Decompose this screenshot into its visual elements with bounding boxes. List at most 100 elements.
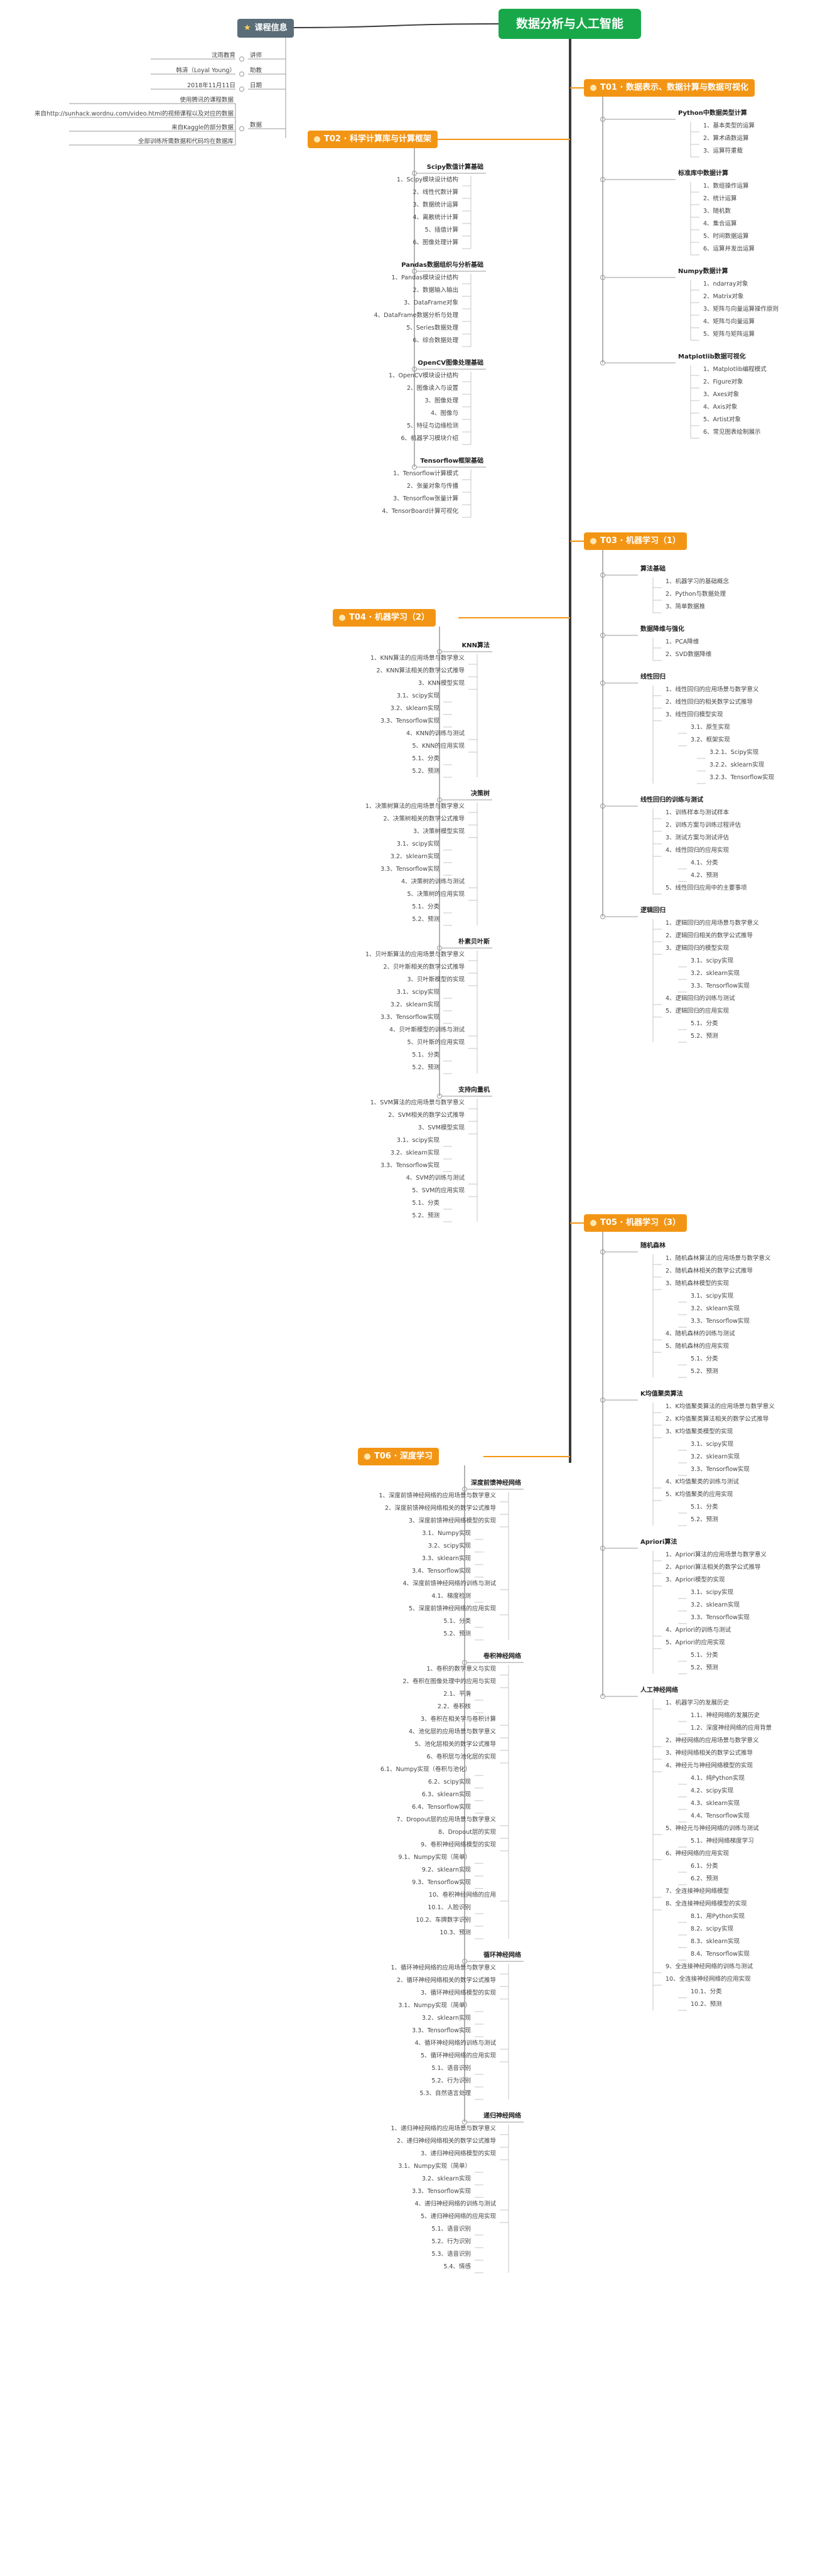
leaf-node[interactable]: 8.1、用Python实现 <box>691 1913 745 1920</box>
group-t02-3[interactable]: Tensorflow框架基础 <box>420 458 483 465</box>
leaf-node[interactable]: 3、SVM模型实现 <box>418 1124 465 1131</box>
leaf-node[interactable]: 1、决策树算法的应用场景与数学意义 <box>365 803 465 810</box>
leaf-node[interactable]: 5.1、分类 <box>691 1652 718 1659</box>
leaf-node[interactable]: 9、卷积神经网络模型的实现 <box>420 1841 496 1848</box>
group-t04-1[interactable]: 决策树 <box>471 790 490 797</box>
leaf-node[interactable]: 4、深度前馈神经网络的训练与测试 <box>402 1580 496 1587</box>
leaf-node[interactable]: 4.2、scipy实现 <box>691 1787 734 1794</box>
leaf-node[interactable]: 3、运算符重载 <box>703 148 743 154</box>
leaf-node[interactable]: 1、训练样本与测试样本 <box>666 809 730 816</box>
leaf-node[interactable]: 6、综合数据处理 <box>412 337 458 344</box>
group-t03-1[interactable]: 数据降维与强化 <box>640 626 684 633</box>
leaf-node[interactable]: 3、贝叶斯模型的实现 <box>407 976 465 983</box>
group-t01-0[interactable]: Python中数据类型计算 <box>678 110 747 117</box>
leaf-node[interactable]: 5.1、分类 <box>412 755 439 762</box>
leaf-node[interactable]: 3.3、Tensorflow实现 <box>412 2188 471 2195</box>
info-value[interactable]: 使用腾讯的课程数据 <box>180 97 234 104</box>
info-value[interactable]: 2018年11月11日 <box>187 82 235 89</box>
leaf-node[interactable]: 5.1、分类 <box>412 1200 439 1207</box>
leaf-node[interactable]: 4、TensorBoard计算可视化 <box>382 508 458 515</box>
leaf-node[interactable]: 5.2、预测 <box>691 1516 718 1523</box>
leaf-node[interactable]: 3.2、sklearn实现 <box>390 705 439 712</box>
leaf-node[interactable]: 6.4、Tensorflow实现 <box>412 1804 471 1811</box>
leaf-node[interactable]: 3、逻辑回归的模型实现 <box>666 945 730 952</box>
leaf-node[interactable]: 10.3、预测 <box>439 1929 471 1936</box>
leaf-node[interactable]: 1、KNN算法的应用场景与数学意义 <box>370 655 465 662</box>
leaf-node[interactable]: 10.2、车牌数字识别 <box>416 1917 471 1924</box>
group-t01-2[interactable]: Numpy数据计算 <box>678 268 728 275</box>
leaf-node[interactable]: 3.3、Tensorflow实现 <box>691 1466 750 1473</box>
leaf-node[interactable]: 3.2、sklearn实现 <box>691 1602 740 1609</box>
leaf-node[interactable]: 5、决策树的应用实现 <box>407 891 465 898</box>
leaf-node[interactable]: 1、卷积的数学意义与实现 <box>426 1666 496 1673</box>
leaf-node[interactable]: 1、Pandas模块设计结构 <box>391 274 459 281</box>
leaf-node[interactable]: 5.2、预测 <box>691 1664 718 1671</box>
leaf-node[interactable]: 8、全连接神经网络模型的实现 <box>666 1900 747 1907</box>
leaf-node[interactable]: 5、KNN的应用实现 <box>412 743 465 750</box>
leaf-node[interactable]: 2、训练方案与训练过程评估 <box>666 822 741 829</box>
topic-t06[interactable]: T06 · 深度学习 <box>358 1448 439 1465</box>
group-t01-3[interactable]: Matplotlib数据可视化 <box>678 353 746 360</box>
leaf-node[interactable]: 4、K均值聚类的训练与测试 <box>666 1479 739 1485</box>
leaf-node[interactable]: 4.1、纯Python实现 <box>691 1775 745 1782</box>
leaf-node[interactable]: 5.2、预测 <box>443 1630 471 1637</box>
leaf-node[interactable]: 3、图像处理 <box>424 397 458 404</box>
leaf-node[interactable]: 5、循环神经网络的应用实现 <box>420 2052 496 2059</box>
leaf-node[interactable]: 3、循环神经网络模型的实现 <box>420 1990 496 1997</box>
leaf-node[interactable]: 1、逻辑回归的应用场景与数学意义 <box>666 920 759 927</box>
leaf-node[interactable]: 3.1、scipy实现 <box>396 1137 439 1144</box>
leaf-node[interactable]: 3、随机森林模型的实现 <box>666 1280 730 1287</box>
leaf-node[interactable]: 6、卷积层与池化层的实现 <box>426 1754 496 1760</box>
leaf-node[interactable]: 3.2.2、sklearn实现 <box>709 762 765 768</box>
leaf-node[interactable]: 3、K均值聚类模型的实现 <box>666 1428 733 1435</box>
leaf-node[interactable]: 3.3、Tensorflow实现 <box>691 983 750 989</box>
leaf-node[interactable]: 2.2、卷积核 <box>437 1703 471 1710</box>
leaf-node[interactable]: 2、SVM相关的数学公式推导 <box>388 1112 465 1119</box>
leaf-node[interactable]: 10.2、预测 <box>691 2001 722 2008</box>
leaf-node[interactable]: 4、循环神经网络的训练与测试 <box>414 2040 496 2047</box>
leaf-node[interactable]: 2、K均值聚类算法相关的数学公式推导 <box>666 1416 769 1423</box>
leaf-node[interactable]: 2、深度前馈神经网络相关的数学公式推导 <box>384 1505 496 1512</box>
leaf-node[interactable]: 7、Dropout层的应用场景与数学意义 <box>396 1816 496 1823</box>
group-t01-1[interactable]: 标准库中数据计算 <box>678 170 728 177</box>
leaf-node[interactable]: 5.2、行为识别 <box>431 2078 471 2084</box>
leaf-node[interactable]: 1.2、深度神经网络的应用背景 <box>691 1725 772 1732</box>
leaf-node[interactable]: 3.1、Numpy实现（简单） <box>398 2002 471 2009</box>
leaf-node[interactable]: 9.1、Numpy实现（简单） <box>398 1854 471 1861</box>
group-t02-2[interactable]: OpenCV图像处理基础 <box>418 360 483 367</box>
leaf-node[interactable]: 5、时间数据运算 <box>703 233 749 240</box>
leaf-node[interactable]: 4.4、Tensorflow实现 <box>691 1813 750 1819</box>
leaf-node[interactable]: 6.3、sklearn实现 <box>421 1791 471 1798</box>
leaf-node[interactable]: 6.1、Numpy实现（卷积与池化） <box>380 1766 471 1773</box>
leaf-node[interactable]: 5.2、预测 <box>412 1064 439 1071</box>
info-value[interactable]: 沈雨教育 <box>211 52 235 59</box>
leaf-node[interactable]: 2、SVD数据降维 <box>666 651 712 658</box>
leaf-node[interactable]: 5.1、分类 <box>443 1618 471 1625</box>
leaf-node[interactable]: 3.3、Tensorflow实现 <box>380 866 439 873</box>
leaf-node[interactable]: 5、K均值聚类的应用实现 <box>666 1491 733 1498</box>
leaf-node[interactable]: 3、线性回归模型实现 <box>666 711 723 718</box>
leaf-node[interactable]: 5.3、自然语言处理 <box>419 2090 471 2097</box>
leaf-node[interactable]: 3.1、Numpy实现 <box>422 1530 471 1537</box>
leaf-node[interactable]: 3、卷积在相关学与卷积计算 <box>420 1716 496 1723</box>
leaf-node[interactable]: 5、SVM的应用实现 <box>412 1187 465 1194</box>
leaf-node[interactable]: 5.1、分类 <box>691 1355 718 1362</box>
info-value[interactable]: 来自Kaggle的部分数据 <box>171 124 234 131</box>
leaf-node[interactable]: 4.3、sklearn实现 <box>691 1800 740 1807</box>
leaf-node[interactable]: 3、矩阵与向量运算操作原则 <box>703 306 779 313</box>
leaf-node[interactable]: 3.1、scipy实现 <box>691 1589 734 1596</box>
leaf-node[interactable]: 5、池化层相关的数学公式推导 <box>414 1741 496 1748</box>
leaf-node[interactable]: 5.1、分类 <box>691 1504 718 1511</box>
leaf-node[interactable]: 1、数组操作运算 <box>703 183 749 190</box>
leaf-node[interactable]: 4、池化层的应用场景与数学意义 <box>408 1728 496 1735</box>
leaf-node[interactable]: 3.2、sklearn实现 <box>390 1001 439 1008</box>
leaf-node[interactable]: 10、全连接神经网络的应用实现 <box>666 1976 751 1983</box>
leaf-node[interactable]: 3.2.3、Tensorflow实现 <box>709 774 774 781</box>
leaf-node[interactable]: 2、决策树相关的数学公式推导 <box>383 816 465 822</box>
leaf-node[interactable]: 1、Scipy模块设计结构 <box>396 176 458 183</box>
group-t03-2[interactable]: 线性回归 <box>640 674 666 681</box>
group-t02-1[interactable]: Pandas数据组织与分析基础 <box>401 262 483 269</box>
leaf-node[interactable]: 5、逻辑回归的应用实现 <box>666 1008 730 1015</box>
leaf-node[interactable]: 1、OpenCV模块设计结构 <box>388 372 458 379</box>
leaf-node[interactable]: 1、深度前馈神经网络的应用场景与数学意义 <box>379 1492 496 1499</box>
